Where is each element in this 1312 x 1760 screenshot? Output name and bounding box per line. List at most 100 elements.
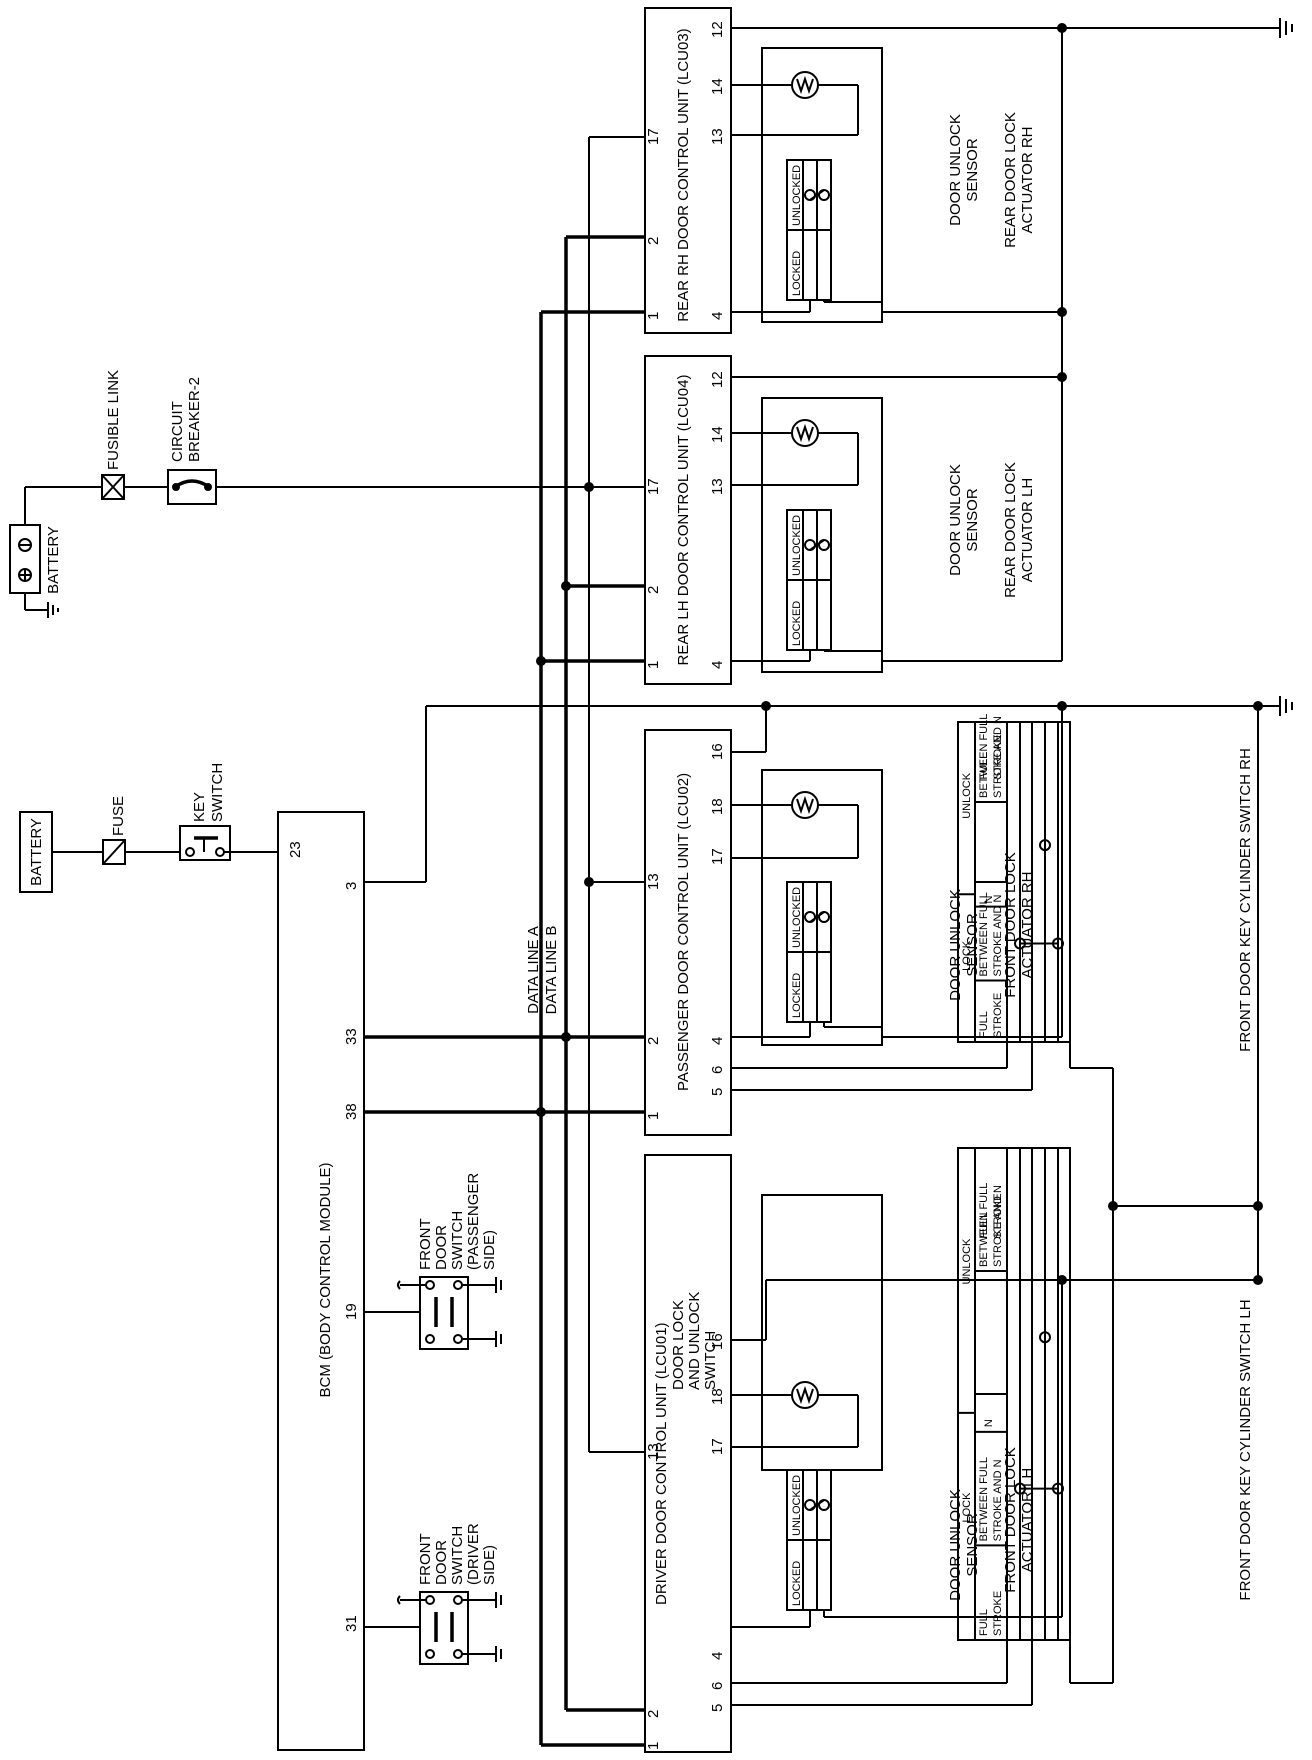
driver-pin-1: 1 [645,1742,662,1750]
key-cyl-lh-n: N [983,1419,995,1427]
fusible-link-label: FUSIBLE LINK [105,370,122,470]
bcm-label: BCM (BODY CONTROL MODULE) [317,1162,334,1397]
front-rh-sensor-locked: LOCKED [791,973,803,1018]
key-cyl-rh-lock: LOCK [961,940,973,971]
rear-rh-sensor-label-1: DOOR UNLOCK [947,114,964,226]
rear-rh-motor-glyph [796,75,814,95]
rear-lh-actuator-label-1: REAR DOOR LOCK [1002,462,1019,598]
rear-lh-motor-glyph [796,423,814,443]
data-line-b-label: DATA LINE B [543,926,560,1015]
key-cyl-rh-full-3: FULL [978,753,990,780]
key-switch-label-1: KEY [191,792,208,822]
rear-rh-actuator-frame [761,47,883,323]
rear-rh-pin-17: 17 [645,128,662,145]
rear-rh-sensor-unlocked: UNLOCKED [791,165,803,226]
driver-pin-5: 5 [709,1704,726,1712]
driver-pin-18: 18 [709,1388,726,1405]
data-lines: DATA LINE A DATA LINE B [364,235,645,1747]
rear-lh-sensor-unlocked: UNLOCKED [791,515,803,576]
key-cyl-lh-full-1: FULL [978,1609,990,1636]
driver-pin-6: 6 [709,1682,726,1690]
passenger-pin-5: 5 [709,1088,726,1096]
key-cyl-lh-between-3: BETWEEN FULL [978,1183,990,1267]
passenger-pin-2: 2 [645,1037,662,1045]
key-cyl-rh-between-1: BETWEEN FULL [978,892,990,976]
rear-lh-sensor-label-2: SENSOR [964,488,981,552]
battery-main-symbol [9,524,41,594]
driver-pin-4: 4 [709,1652,726,1660]
rear-rh-sensor-label-2: SENSOR [964,138,981,202]
driver-switch-label-1: FRONT [417,1533,434,1585]
bcm: BCM (BODY CONTROL MODULE) 23 3 33 38 19 … [277,811,365,1751]
bcm-pin-3: 3 [343,882,360,890]
key-cyl-rh-label: FRONT DOOR KEY CYLINDER SWITCH RH [1237,748,1254,1052]
front-lh-actuator-label-1: FRONT DOOR LOCK [1002,1447,1019,1593]
rear-lh-lcu-box [644,355,732,685]
passenger-switch-label-5: SIDE) [481,1230,498,1270]
key-cyl-rh-between-2: STROKE AND N [992,895,1004,977]
front-lh-sensor-label-1: DOOR UNLOCK [947,1489,964,1601]
circuit-breaker-label-2: BREAKER-2 [186,377,203,462]
battery-label: BATTERY [28,818,45,886]
rear-lh-pin-14: 14 [709,426,726,443]
key-cyl-rh-unlock: UNLOCK [961,772,973,819]
passenger-pin-18: 18 [709,798,726,815]
rear-rh-actuator-label-1: REAR DOOR LOCK [1002,112,1019,248]
key-cyl-rh-table [957,721,1071,1043]
key-switch-label-2: SWITCH [209,763,226,822]
front-door-switch-passenger-box [419,1276,469,1350]
rear-rh-lcu-box [644,7,732,334]
key-cyl-lh-label: FRONT DOOR KEY CYLINDER SWITCH LH [1237,1299,1254,1600]
key-cyl-lh-unlock: UNLOCK [961,1238,973,1285]
actuator-labels: DOOR UNLOCK SENSOR REAR DOOR LOCK ACTUAT… [947,112,1036,1601]
front-rh-sensor-label-1: DOOR UNLOCK [947,889,964,1001]
passenger-pin-17: 17 [709,848,726,865]
key-cyl-lh-full-3: FULL [978,1212,990,1239]
driver-pin-13: 13 [645,1443,662,1460]
passenger-lcu: PASSENGER DOOR CONTROL UNIT (LCU02) 13 2… [644,729,732,1136]
fuse-label: FUSE [110,796,127,836]
key-cyl-lh-full-2: STROKE [992,1591,1004,1636]
front-lh-sensor-locked: LOCKED [791,1561,803,1606]
rear-rh-actuator-label-2: ACTUATOR RH [1019,127,1036,234]
driver-switch-label-3: SWITCH [449,1526,466,1585]
rear-rh-pin-14: 14 [709,78,726,95]
key-cyl-rh-n: N [983,896,995,904]
key-cyl-rh-between-3: BETWEEN FULL [978,714,990,798]
key-cyl-lh-between-4: STROKE AND N [992,1185,1004,1267]
passenger-pin-4: 4 [709,1037,726,1045]
rear-lh-pin-4: 4 [709,661,726,669]
key-cyl-lh-full-4: STROKE [992,1193,1004,1238]
rear-rh-sensor-locked: LOCKED [791,251,803,296]
rear-lh-pin-2: 2 [645,586,662,594]
circuit-breaker-label-1: CIRCUIT [169,401,186,462]
front-door-switch-driver: FRONT DOOR SWITCH (DRIVER SIDE) [364,1523,502,1665]
driver-pin-16: 16 [709,1333,726,1350]
front-rh-sensor-unlocked: UNLOCKED [791,887,803,948]
rear-lh-pin-12: 12 [709,371,726,388]
bcm-box [277,811,365,1751]
driver-lcu-label: DRIVER DOOR CONTROL UNIT (LCU01) [653,1322,670,1605]
key-cyl-lh-lock: LOCK [961,1492,973,1523]
front-rh-sensor-label-2: SENSOR [964,913,981,977]
passenger-pin-1: 1 [645,1112,662,1120]
rear-lh-lcu-label: REAR LH DOOR CONTROL UNIT (LCU04) [675,375,692,666]
rear-lh-pin-17: 17 [645,478,662,495]
front-rh-actuator-frame [761,769,883,1046]
bcm-pin-31: 31 [343,1615,360,1632]
driver-lcu-switch-2: AND UNLOCK [686,1292,703,1390]
driver-lcu: DRIVER DOOR CONTROL UNIT (LCU01) DOOR LO… [644,1154,732,1753]
rear-lh-pin-13: 13 [709,478,726,495]
rear-lh-pin-1: 1 [645,661,662,669]
key-cyl-lh-table [957,1147,1071,1641]
passenger-lcu-label: PASSENGER DOOR CONTROL UNIT (LCU02) [675,773,692,1091]
bcm-pin-19: 19 [343,1303,360,1320]
driver-switch-label-4: (DRIVER [465,1523,482,1585]
data-line-a-label: DATA LINE A [525,926,542,1014]
rear-rh-pin-13: 13 [709,128,726,145]
driver-pin-17: 17 [709,1438,726,1455]
rear-rh-pin-2: 2 [645,237,662,245]
